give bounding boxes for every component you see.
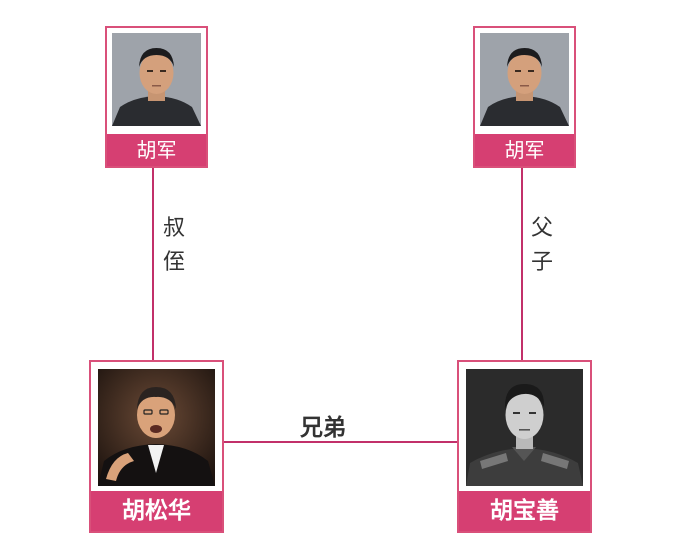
person-name-label: 胡军 — [475, 134, 574, 166]
bw-military-portrait-photo-icon — [466, 369, 583, 486]
portrait-photo-icon — [480, 33, 569, 126]
person-name-label: 胡宝善 — [459, 491, 590, 531]
singer-portrait-photo-icon — [98, 369, 215, 486]
portrait-photo-icon — [112, 33, 201, 126]
person-node-hu-baoshan[interactable]: 胡宝善 — [457, 360, 592, 533]
person-name-label: 胡军 — [107, 134, 206, 166]
person-node-hu-jun-right[interactable]: 胡军 — [473, 26, 576, 168]
relation-label-char: 侄 — [162, 250, 185, 275]
relation-label-father-son: 父 子 — [528, 212, 556, 280]
person-name-label: 胡松华 — [91, 491, 222, 531]
relation-label-brothers: 兄弟 — [300, 415, 346, 441]
relation-label-uncle-nephew: 叔 侄 — [160, 212, 188, 280]
relation-label-char: 父 — [530, 216, 553, 241]
person-node-hu-jun-left[interactable]: 胡军 — [105, 26, 208, 168]
relation-label-char: 叔 — [162, 216, 185, 241]
relation-label-char: 子 — [530, 250, 553, 275]
person-node-hu-songhua[interactable]: 胡松华 — [89, 360, 224, 533]
